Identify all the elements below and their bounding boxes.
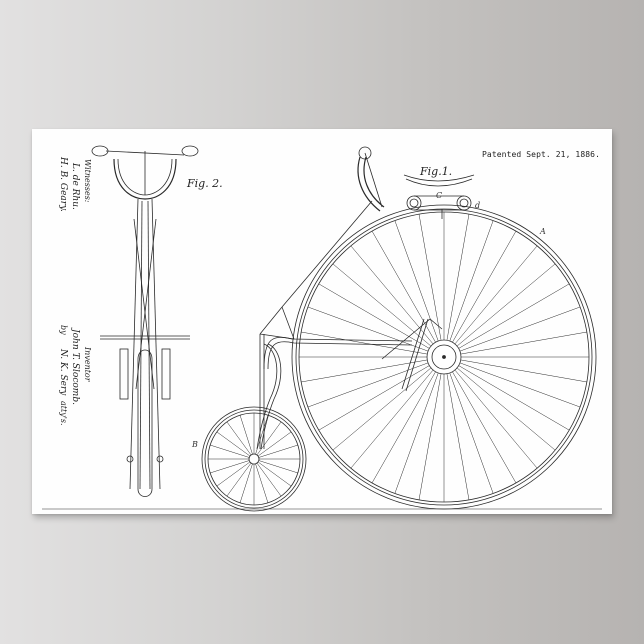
- patent-poster: Patented Sept. 21, 1886. Fig.1. Fig. 2. …: [32, 129, 612, 514]
- bicycle-patent-drawing: [42, 145, 602, 512]
- ref-letter-d: d: [475, 201, 481, 210]
- ref-letter-a: A: [540, 227, 546, 236]
- inventor-heading: Inventor: [83, 347, 92, 382]
- ref-letter-c: C: [436, 191, 443, 200]
- witnesses-heading: Witnesses:: [83, 159, 92, 203]
- patent-date: Patented Sept. 21, 1886.: [482, 150, 600, 159]
- ref-letter-b: B: [192, 440, 198, 449]
- big-wheel: [291, 204, 597, 510]
- inventor-name: John T. Slocomb.: [70, 329, 80, 405]
- witness-name-1: L. de Rhu.: [70, 163, 80, 210]
- inventor-by: by: [59, 325, 68, 335]
- small-wheel: [201, 406, 307, 512]
- fig2-label: Fig. 2.: [187, 177, 223, 190]
- attorney-signature: N. K. Sery: [58, 349, 68, 396]
- fig1-label: Fig.1.: [420, 165, 453, 178]
- witness-name-2: H. B. Geary.: [58, 157, 68, 212]
- fig2-front-view: [91, 145, 199, 497]
- attorney-suffix: atty's.: [59, 401, 68, 426]
